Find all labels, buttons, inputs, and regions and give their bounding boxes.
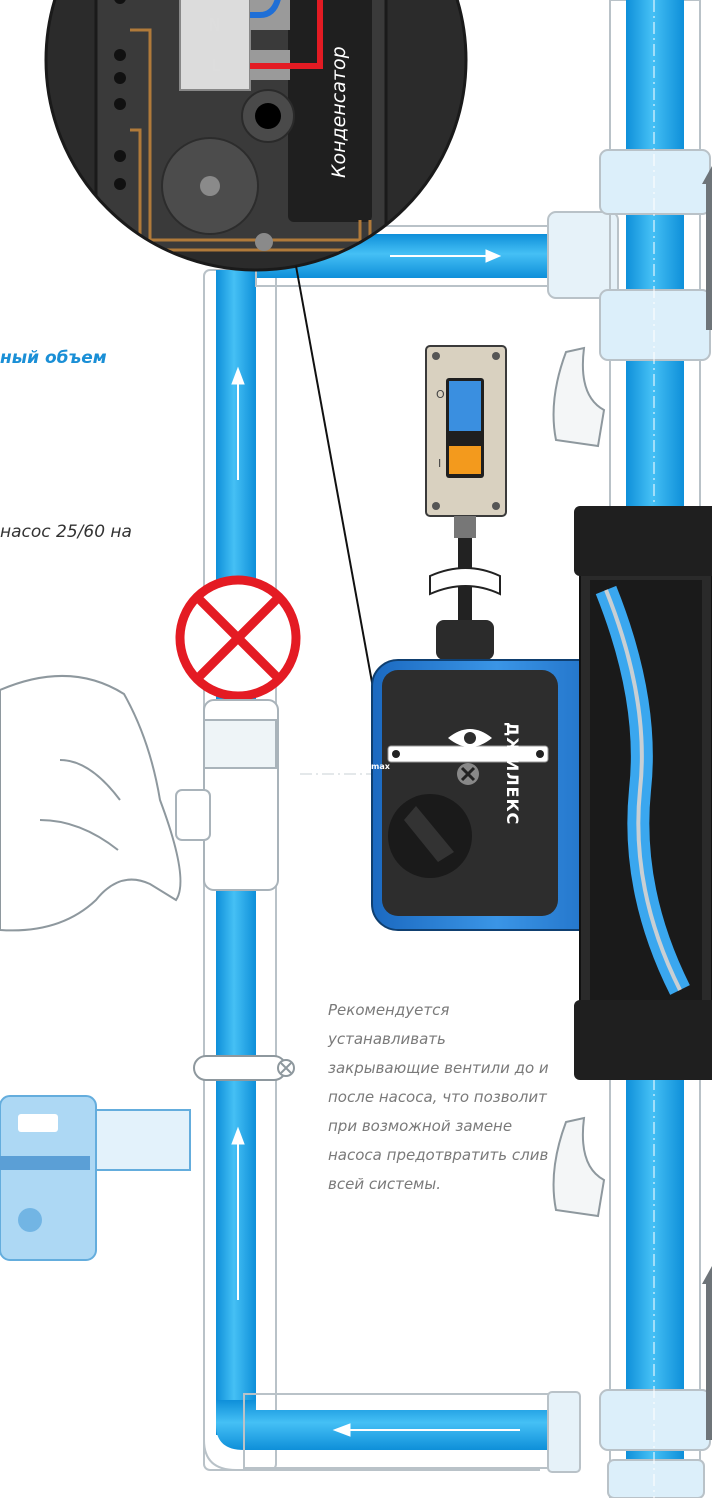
valve-handle-top [552, 346, 606, 448]
pump [371, 506, 712, 1080]
pipe-clamp [193, 1055, 295, 1081]
wiring-zoom-circle [44, 0, 468, 272]
top-pipe [255, 211, 619, 299]
bottom-pipe [216, 1391, 581, 1473]
switch-off-position-label: O [436, 388, 445, 401]
heating-volume-fragment: ный объем [0, 348, 107, 368]
condenser-label: Конденсатор [328, 46, 350, 178]
flow-arrow-icon [231, 249, 520, 1437]
brand-label: ДЖИЛЕКС [503, 722, 522, 826]
valve-recommendation-note: Рекомендуется устанавливать закрывающие … [328, 1001, 549, 1193]
eye-icon [448, 729, 492, 747]
valve-handle-bottom [552, 1116, 606, 1218]
terminal-l-label: L [211, 56, 222, 76]
terminal-n-label: N [209, 14, 221, 36]
left-valve [175, 699, 279, 891]
dial-max-label: max [371, 762, 390, 771]
hand-illustration [0, 675, 182, 932]
pump-model-fragment: насос 25/60 на [0, 522, 132, 542]
filter-device [0, 1095, 191, 1261]
switch-box [425, 345, 507, 660]
gray-flow-arrow [702, 166, 712, 1440]
switch-on-position-label: I [438, 457, 442, 470]
zoom-pointer-line [295, 265, 385, 749]
prohibition-sign-icon [175, 575, 301, 701]
